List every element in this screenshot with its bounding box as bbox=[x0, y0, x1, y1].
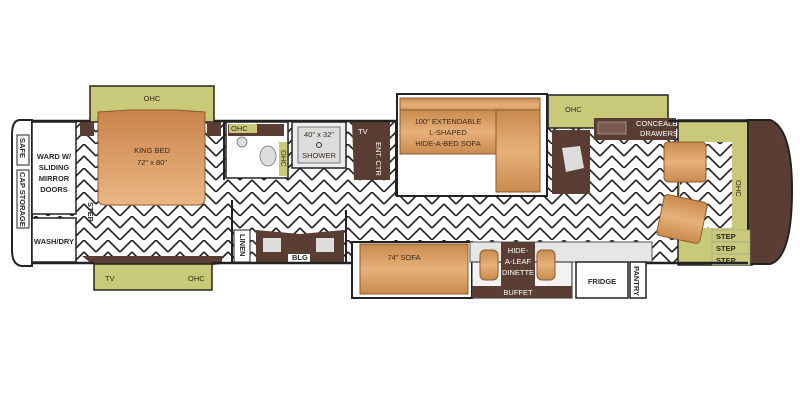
king-bed-size: 72" x 80" bbox=[137, 158, 167, 167]
wardrobe-label-4: DOORS bbox=[40, 185, 68, 194]
dinette-label-3: DINETTE bbox=[502, 268, 534, 277]
dashboard bbox=[747, 119, 794, 265]
step-label-2: STEP bbox=[716, 244, 736, 253]
wash-dry-label: WASH/DRY bbox=[34, 237, 74, 246]
l-sofa-label-1: 100" EXTENDABLE bbox=[415, 117, 482, 126]
toilet-side-ohc-label: OHC bbox=[279, 150, 288, 167]
step-label-3: STEP bbox=[716, 256, 736, 265]
toilet bbox=[259, 145, 277, 167]
toilet-sink bbox=[236, 136, 248, 148]
step-3 bbox=[711, 253, 751, 266]
ent-ctr-label: ENT. CTR bbox=[374, 142, 383, 176]
sofa-74 bbox=[359, 243, 469, 295]
blg-box bbox=[288, 254, 310, 262]
dinette-label-2: A-LEAF bbox=[505, 257, 532, 266]
nightstand-left bbox=[80, 122, 94, 136]
pantry bbox=[629, 261, 647, 299]
lav-sink-left bbox=[263, 238, 281, 252]
dinette-chair-left bbox=[479, 249, 499, 281]
shower-pan bbox=[297, 126, 341, 164]
shower-drain bbox=[316, 142, 322, 148]
toilet-ohc-label: OHC bbox=[231, 124, 248, 133]
wardrobe-label-2: SLIDING bbox=[39, 163, 70, 172]
dinette-chair-right bbox=[536, 249, 556, 281]
wardrobe-label-1: WARD W/ bbox=[37, 152, 72, 161]
entertainment-center bbox=[352, 122, 390, 180]
shower-label: SHOWER bbox=[302, 151, 336, 160]
bedroom-ohc-label: OHC bbox=[144, 94, 161, 103]
l-sofa-label-2: L-SHAPED bbox=[429, 128, 467, 137]
king-bed bbox=[97, 109, 206, 206]
bedroom-bottom-ohc-label: OHC bbox=[188, 274, 205, 283]
bedroom-tv-label: TV bbox=[105, 274, 115, 283]
blg-label: BLG bbox=[292, 253, 308, 262]
sofa-74-label: 74" SOFA bbox=[387, 253, 420, 262]
ent-tv-label: TV bbox=[358, 127, 368, 136]
bedroom-bottom-ohc bbox=[93, 263, 213, 291]
step-label-1: STEP bbox=[716, 232, 736, 241]
passenger-chair bbox=[663, 141, 707, 183]
safe bbox=[16, 134, 30, 166]
buffet bbox=[472, 286, 572, 298]
buffet-label: BUFFET bbox=[503, 288, 533, 297]
lav-sink-right bbox=[316, 238, 334, 252]
fridge-label: FRIDGE bbox=[588, 277, 616, 286]
driver-chair bbox=[656, 194, 708, 244]
cooktop bbox=[597, 121, 627, 135]
bedroom-step-label: STEP bbox=[86, 202, 95, 222]
safe-label: SAFE bbox=[18, 138, 27, 158]
wardrobe-label-3: MIRROR bbox=[39, 174, 70, 183]
toilet-side-ohc bbox=[279, 142, 287, 176]
concealed-drawers-label-2: DRAWERS bbox=[640, 129, 678, 138]
shower-size: 40" x 32" bbox=[304, 130, 334, 139]
pantry-label: PANTRY bbox=[632, 266, 641, 296]
linen-label: LINEN bbox=[238, 234, 247, 257]
toilet-ohc bbox=[229, 124, 257, 133]
kitchen-ohc-label: OHC bbox=[565, 105, 582, 114]
kitchen-sink bbox=[562, 146, 584, 172]
cap-storage-label: CAP STORAGE bbox=[18, 172, 27, 227]
nightstand-right bbox=[207, 122, 221, 136]
l-sofa-seat bbox=[399, 109, 497, 155]
cap-storage bbox=[16, 169, 30, 229]
cockpit-ohc-label: OHC bbox=[734, 180, 743, 197]
dinette-label-1: HIDE- bbox=[508, 246, 529, 255]
interior-walls bbox=[223, 122, 397, 262]
l-sofa-chaise bbox=[495, 109, 541, 193]
concealed-drawers-label-1: CONCEALED bbox=[636, 119, 683, 128]
fridge bbox=[575, 261, 629, 299]
wardrobe bbox=[31, 121, 77, 215]
king-bed-label: KING BED bbox=[134, 146, 170, 155]
l-sofa-label-3: HIDE-A-BED SOFA bbox=[415, 139, 480, 148]
